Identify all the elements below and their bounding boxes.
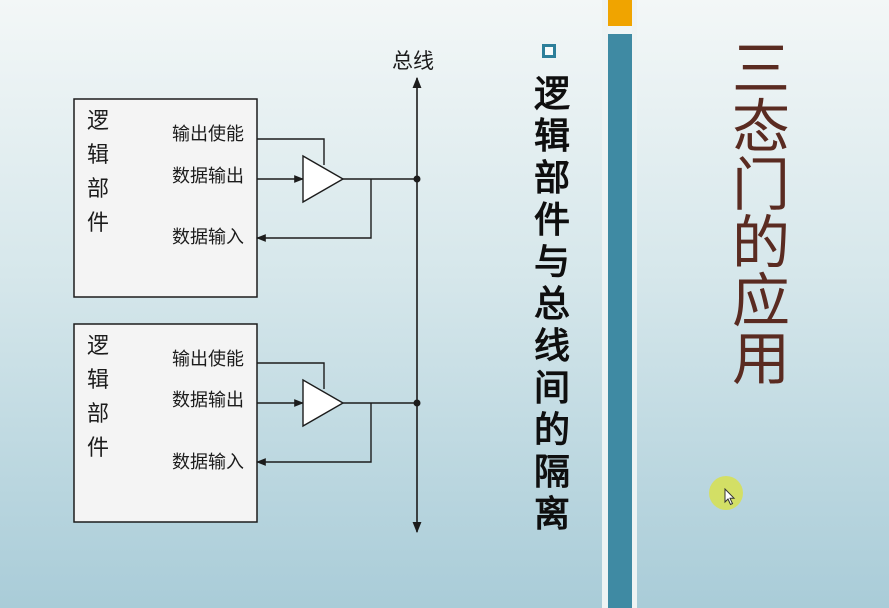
divider-strip	[632, 0, 637, 608]
data-out-label: 数据输出	[172, 390, 244, 411]
enable-wire	[257, 362, 325, 389]
data-in-wire	[256, 403, 372, 466]
enable-wire	[257, 138, 325, 165]
mouse-cursor-icon	[724, 488, 736, 506]
logic-box	[73, 98, 258, 298]
data-in-wire	[256, 179, 372, 242]
block-title-char: 逻	[87, 109, 109, 134]
data-out-label: 数据输出	[172, 166, 244, 187]
enable-label: 输出使能	[172, 124, 244, 145]
tristate-buffer	[302, 378, 345, 428]
enable-label: 输出使能	[172, 349, 244, 370]
logic-block-1: 逻 辑 部 件 输出使能 数据输出 数据输入	[73, 98, 421, 298]
block-title-char: 部	[87, 402, 109, 427]
block-title-char: 辑	[87, 368, 109, 393]
bus-label: 总线	[392, 49, 434, 73]
block-title-char: 辑	[87, 143, 109, 168]
logic-block-2: 逻 辑 部 件 输出使能 数据输出 数据输入	[73, 323, 421, 523]
logic-box	[73, 323, 258, 523]
block-title-char: 件	[87, 211, 109, 236]
accent-strip-orange	[608, 0, 632, 26]
circuit-diagram: 总线 逻 辑 部 件 输出使能 数据输出 数据输入 逻 辑 部 件 输出使能 数…	[73, 49, 434, 534]
data-in-label: 数据输入	[172, 227, 244, 248]
accent-strip-blue	[608, 34, 632, 608]
block-title-char: 件	[87, 436, 109, 461]
main-title: 三态门的应用	[731, 35, 790, 393]
block-title-char: 逻	[87, 334, 109, 359]
block-title-char: 部	[87, 177, 109, 202]
data-in-label: 数据输入	[172, 452, 244, 473]
tristate-buffer	[302, 154, 345, 204]
bus-junction	[413, 175, 421, 183]
subtitle: 逻辑部件与总线间的隔离	[533, 74, 570, 535]
bullet-square-icon	[542, 44, 556, 58]
bus-junction	[413, 399, 421, 407]
divider-strip	[602, 0, 608, 608]
